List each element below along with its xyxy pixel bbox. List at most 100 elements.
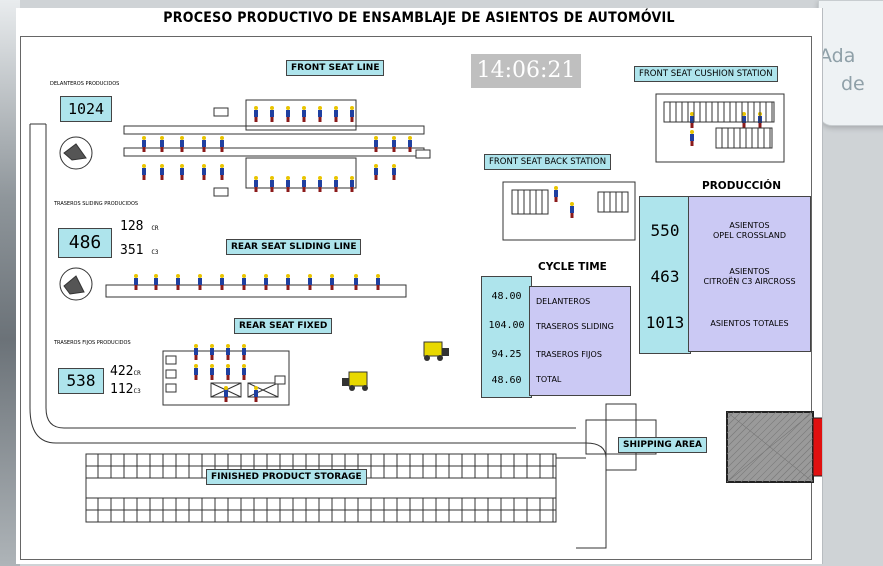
cycle-time-label: TOTAL [536,375,562,384]
produccion-value: 550 [650,221,680,240]
operator-icon [194,344,198,360]
operator-icon [392,164,396,180]
operator-icon [160,136,164,152]
traseros-sliding-label: TRASEROS SLIDING PRODUCIDOS [54,201,139,207]
operator-icon [202,136,206,152]
operator-icon [254,176,258,192]
rear-seat-sliding-line-label: REAR SEAT SLIDING LINE [226,239,362,255]
operator-icon [350,176,354,192]
truck-icon [726,411,822,483]
back-station-cell [502,181,636,241]
plant-boundary [20,36,812,560]
produccion-value: 1013 [645,313,685,332]
operator-icon [570,202,574,218]
front-seat-cushion-station-label: FRONT SEAT CUSHION STATION [634,66,778,82]
traseros-sliding-counter: 486 [58,228,112,258]
operator-icon [270,176,274,192]
operator-icon [334,176,338,192]
operator-icon [286,176,290,192]
traseros-fijos-counter: 538 [58,368,104,394]
cycle-time-value: 94.25 [491,349,522,360]
cycle-time-value: 48.00 [491,291,522,302]
operator-icon [180,136,184,152]
produccion-label: ASIENTOS TOTALES [710,319,789,328]
page-title: PROCESO PRODUCTIVO DE ENSAMBLAJE DE ASIE… [163,10,675,26]
cushion-station-cell [655,93,785,163]
operator-icon [180,164,184,180]
produccion-heading: PRODUCCIÓN [702,180,781,192]
operator-icon [286,274,290,290]
storage-racks [85,453,557,523]
operator-icon [220,136,224,152]
sliding-sub2: 351 C3 [120,243,159,258]
cycle-time-label: TRASEROS FIJOS [536,350,602,359]
operator-icon [408,136,412,152]
operator-icon [142,136,146,152]
operator-icon [308,274,312,290]
operator-icon [134,274,138,290]
operator-icon [198,274,202,290]
operator-icon [334,106,338,122]
operator-icon [160,164,164,180]
operator-icon [318,106,322,122]
robot-cell-front [59,136,93,170]
operator-icon [254,106,258,122]
forklift-icon [423,341,449,361]
traseros-fijos-label: TRASEROS FIJOS PRODUCIDOS [54,340,131,346]
operator-icon [226,364,230,380]
operator-icon [374,164,378,180]
cycle-time-heading: CYCLE TIME [538,261,607,273]
operator-icon [220,164,224,180]
clock-display: 14:06:21 [471,54,581,88]
operator-icon [154,274,158,290]
cycle-time-label: DELANTEROS [536,297,591,306]
operator-icon [392,136,396,152]
operator-icon [318,176,322,192]
operator-icon [264,274,268,290]
shipping-area-label: SHIPPING AREA [618,437,707,453]
operator-icon [226,344,230,360]
operator-icon [210,344,214,360]
operator-icon [376,274,380,290]
delanteros-counter: 1024 [60,96,112,122]
fijos-sub2: 112C3 [110,382,141,397]
operator-icon [220,274,224,290]
side-card[interactable]: Ada de [818,0,883,126]
rear-seat-fixed-label: REAR SEAT FIXED [234,318,333,334]
operator-icon [202,164,206,180]
front-seat-line-label: FRONT SEAT LINE [286,60,385,76]
operator-icon [242,344,246,360]
operator-icon [690,112,694,128]
layout-panel: PROCESO PRODUCTIVO DE ENSAMBLAJE DE ASIE… [16,8,823,564]
operator-icon [374,136,378,152]
operator-icon [690,130,694,146]
sliding-sub1: 128 CR [120,219,159,234]
cycle-time-labels: DELANTEROS TRASEROS SLIDING TRASEROS FIJ… [529,286,631,396]
operator-icon [142,164,146,180]
robot-cell-rear [59,267,93,301]
operator-icon [302,176,306,192]
rear-sliding-conveyor [105,284,407,298]
produccion-value: 463 [650,267,680,286]
finished-product-storage-label: FINISHED PRODUCT STORAGE [206,469,367,485]
operator-icon [176,274,180,290]
operator-icon [224,386,228,402]
front-seat-back-station-label: FRONT SEAT BACK STATION [484,154,612,170]
front-line-conveyor [123,125,425,135]
operator-icon [554,186,558,202]
operator-icon [350,106,354,122]
side-card-line2: de [841,73,865,95]
operator-icon [210,364,214,380]
plant-drawing [29,93,822,549]
side-card-line1: Ada [819,45,856,67]
operator-icon [286,106,290,122]
operator-icon [254,386,258,402]
operator-icon [742,112,746,128]
background-strip [0,0,20,566]
cycle-time-value: 104.00 [488,320,525,331]
operator-icon [242,274,246,290]
operator-icon [354,274,358,290]
fijos-sub1: 422CR [110,364,141,379]
cycle-time-value: 48.60 [491,375,522,386]
